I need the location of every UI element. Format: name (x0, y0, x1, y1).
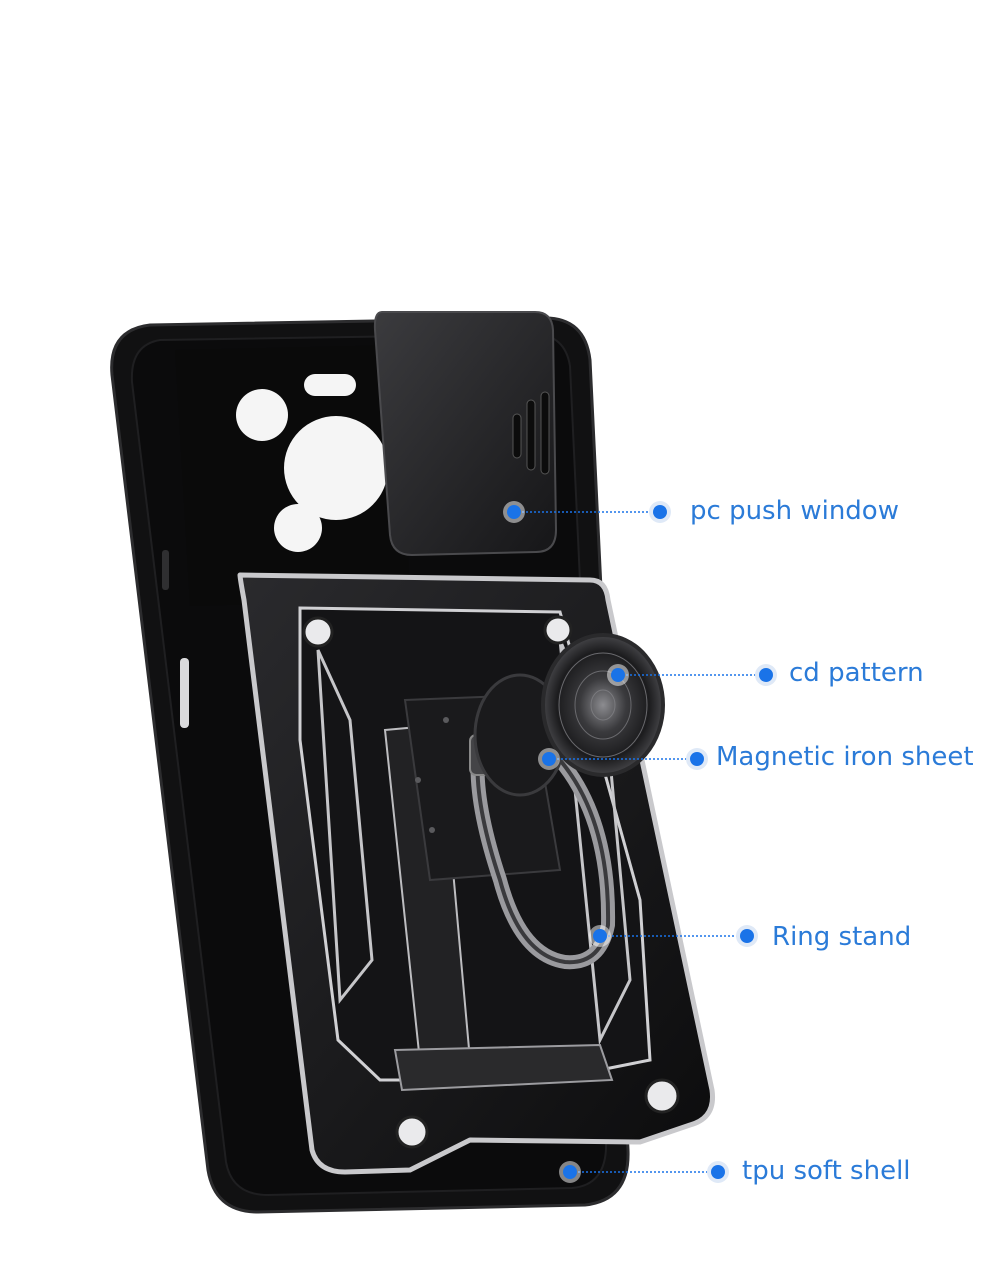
lens-cutout (274, 504, 322, 552)
label-pc-push-window: pc push window (690, 496, 899, 526)
marker-dot (653, 505, 667, 519)
camera-module (175, 345, 429, 606)
marker-dot (740, 929, 754, 943)
marker-dot (542, 752, 556, 766)
marker-dot (593, 929, 607, 943)
marker-dot (711, 1165, 725, 1179)
pc-push-window (373, 311, 558, 557)
screw-icon (302, 616, 334, 648)
callout-tpu-soft-shell (559, 1161, 729, 1183)
side-button (162, 550, 169, 590)
lens-cutout (236, 389, 288, 441)
marker-dot (563, 1165, 577, 1179)
screw-icon (543, 615, 573, 645)
callout-ring-stand (589, 925, 758, 947)
flash-cutout (304, 374, 356, 396)
screw-icon (395, 1115, 429, 1149)
marker-dot (759, 668, 773, 682)
marker-dot (611, 668, 625, 682)
callout-pc-push-window (503, 501, 671, 523)
label-tpu-soft-shell: tpu soft shell (742, 1156, 911, 1186)
callout-cd-pattern (607, 664, 777, 686)
label-cd-pattern: cd pattern (789, 658, 924, 688)
side-button (180, 658, 189, 728)
screw-icon (644, 1078, 680, 1114)
callout-magnetic-iron-sheet (538, 748, 708, 770)
main-lens-cutout (284, 416, 388, 520)
label-magnetic-iron-sheet: Magnetic iron sheet (716, 742, 974, 772)
label-ring-stand: Ring stand (772, 922, 912, 952)
marker-dot (690, 752, 704, 766)
marker-dot (507, 505, 521, 519)
